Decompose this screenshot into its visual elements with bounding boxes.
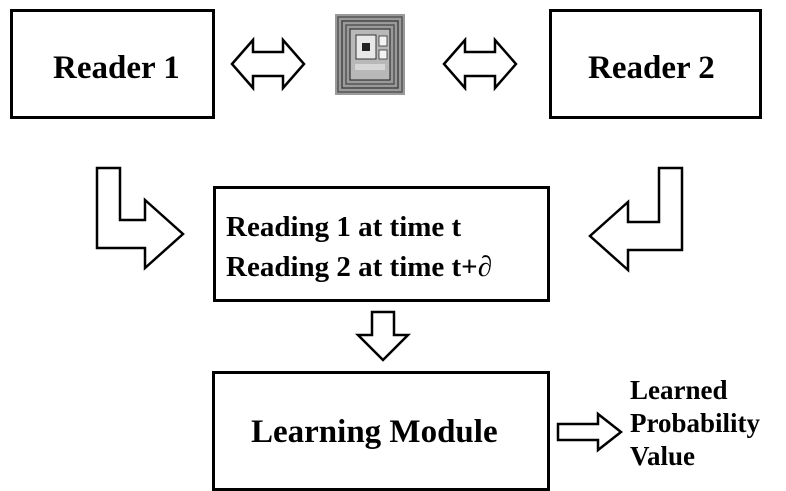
rfid-tag-icon (335, 14, 405, 95)
output-line-3: Value (630, 441, 696, 471)
output-line-2: Probability (630, 408, 761, 438)
reader-2-to-readings-arrow (588, 166, 684, 273)
reader-1-box: Reader 1 (10, 9, 215, 119)
output-label: Learned Probability Value (630, 374, 760, 473)
reader-2-label: Reader 2 (588, 50, 715, 86)
reading-1-text: Reading 1 at time t (226, 211, 462, 243)
reader-1-label: Reader 1 (53, 50, 180, 86)
left-double-arrow (230, 36, 306, 92)
reader-2-box: Reader 2 (549, 9, 762, 119)
learning-to-output-arrow (556, 411, 624, 453)
reader-1-to-readings-arrow (95, 166, 185, 271)
reading-2-text: Reading 2 at time t+∂ (226, 251, 493, 283)
readings-to-learning-arrow (354, 310, 412, 362)
learning-module-label: Learning Module (251, 414, 498, 450)
right-double-arrow (442, 36, 518, 92)
output-line-1: Learned (630, 375, 728, 405)
diagram-canvas: Reader 1 Reader 2 Reading 1 at time t Re… (10, 9, 762, 491)
readings-box: Reading 1 at time t Reading 2 at time t+… (213, 186, 550, 302)
